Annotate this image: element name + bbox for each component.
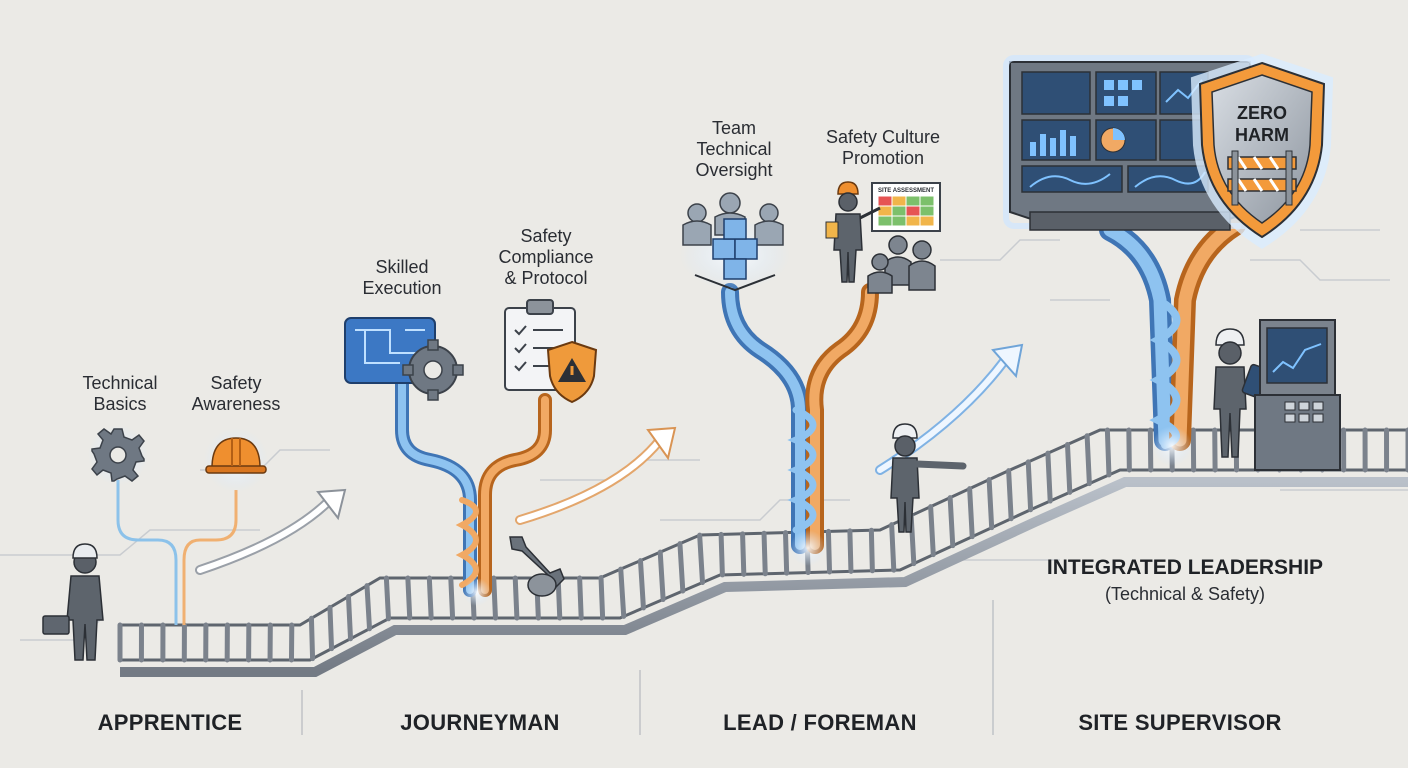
conveyor-rung: [618, 566, 627, 619]
apprentice-worker-icon: [42, 543, 104, 661]
foreman-icon: [890, 423, 967, 533]
label-safety-awareness: Safety Awareness: [191, 373, 281, 414]
label-team-oversight: Team Technical Oversight: [695, 118, 773, 180]
conveyor-rung: [718, 531, 725, 578]
shield-line1: ZERO: [1237, 103, 1287, 123]
conveyor-rung: [1064, 441, 1073, 495]
shield-line2: HARM: [1235, 125, 1289, 145]
conveyor-rung: [868, 527, 875, 574]
stage-dividers: [301, 600, 994, 735]
conveyor-rungs: [117, 427, 1408, 663]
conveyor-rung: [1126, 427, 1132, 473]
conveyor-rung: [426, 575, 434, 621]
wrench-icon: [509, 536, 565, 597]
gear-icon: [402, 339, 464, 401]
conveyor-rung: [1084, 433, 1092, 487]
conveyor-rung: [889, 522, 897, 573]
conveyor-rung: [782, 530, 790, 576]
conveyor-rung: [986, 477, 995, 531]
label-safety-compliance: Safety Compliance & Protocol: [498, 226, 594, 288]
conveyor-rung: [697, 532, 706, 586]
conveyor-rung: [512, 575, 520, 621]
stage-journeyman: JOURNEYMAN: [400, 710, 560, 735]
label-skilled-execution: Skilled Execution: [362, 257, 442, 298]
board-title: SITE ASSESSMENT: [878, 188, 934, 194]
conveyor-rung: [345, 594, 354, 642]
conveyor-rung: [1006, 468, 1014, 522]
conveyor-rung: [677, 541, 686, 594]
supervisor-braid: [1099, 214, 1246, 451]
label-technical-basics: Technical Basics: [82, 373, 158, 414]
stage-apprentice: APPRENTICE: [97, 710, 243, 735]
integrated-leadership-subtitle: (Technical & Safety): [1104, 584, 1266, 604]
presenter-icon: [825, 181, 881, 283]
warning-shield-icon: [546, 340, 598, 404]
conveyor-rung: [448, 575, 456, 621]
team-icon: [680, 192, 790, 292]
conveyor-rung: [928, 504, 936, 558]
lead-strands: [721, 283, 879, 554]
conveyor-rung: [308, 615, 316, 662]
conveyor-rung: [947, 495, 956, 549]
conveyor-rung: [657, 549, 666, 602]
journeyman-strands: [395, 373, 552, 597]
conveyor-rung: [491, 575, 498, 621]
conveyor-rung: [577, 575, 584, 621]
conveyor-rung: [825, 528, 833, 575]
conveyor-rung: [637, 558, 646, 611]
career-conveyor: [117, 427, 1408, 677]
conveyor-rung: [1104, 427, 1112, 478]
apprentice-strands: [116, 480, 238, 625]
zero-harm-shield-icon: ZERO HARM: [1190, 53, 1334, 249]
conveyor-rung: [847, 528, 854, 574]
hard-hat-icon: [204, 428, 268, 492]
audience-icon: [867, 235, 936, 294]
barricade-icon: [1227, 150, 1297, 206]
stage-lead-foreman: LEAD / FOREMAN: [723, 710, 917, 735]
conveyor-rung: [740, 531, 747, 577]
stage-site-supervisor: SITE SUPERVISOR: [1078, 710, 1282, 735]
conveyor-rung: [383, 575, 391, 622]
console-icon: [1254, 319, 1341, 471]
conveyor-rung: [327, 604, 335, 652]
conveyor-rung: [1045, 450, 1053, 504]
conveyor-rung: [364, 583, 373, 632]
gear-icon: [88, 425, 148, 485]
integrated-leadership-title: INTEGRATED LEADERSHIP: [1046, 556, 1324, 579]
safety-assessment-board: SITE ASSESSMENT: [871, 182, 941, 232]
label-safety-culture: Safety Culture Promotion: [825, 127, 941, 168]
conveyor-rung: [761, 530, 768, 577]
conveyor-rung: [1025, 459, 1034, 513]
conveyor-rung: [967, 486, 975, 540]
conveyor-rung: [405, 575, 413, 621]
conveyor-rung: [598, 575, 606, 621]
